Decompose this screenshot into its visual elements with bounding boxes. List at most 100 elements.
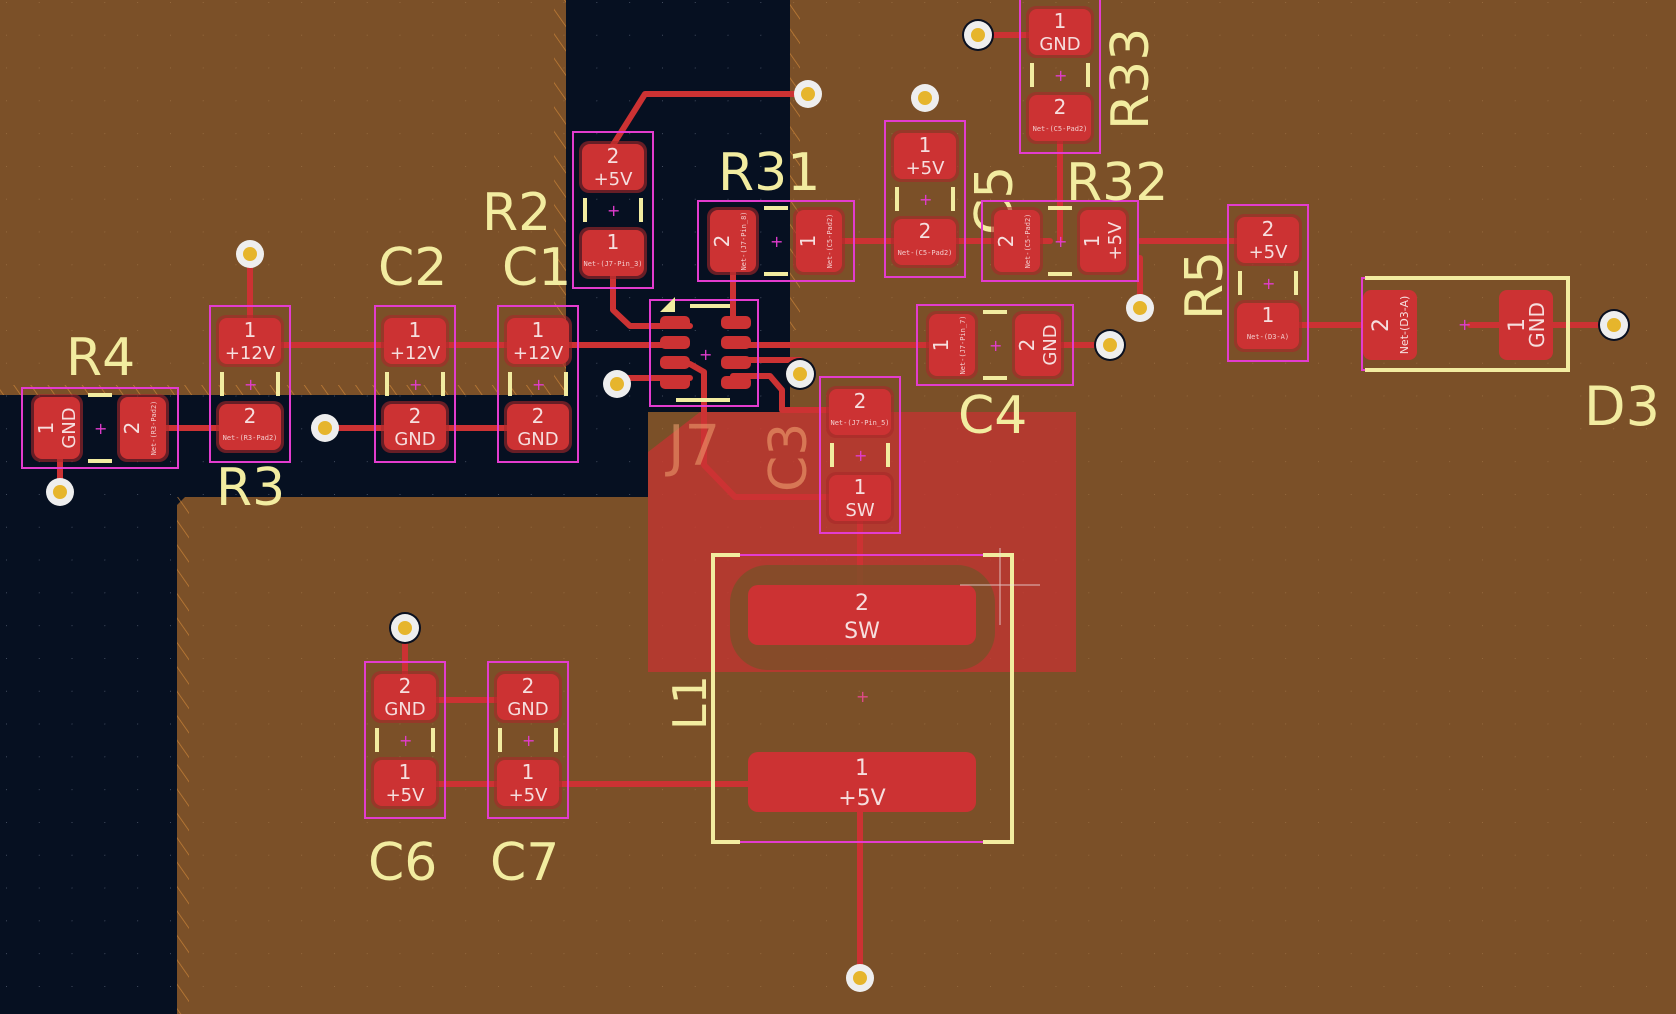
pad[interactable]	[894, 219, 956, 265]
pad[interactable]	[374, 760, 436, 806]
center-mark: +	[94, 419, 107, 438]
pad-number: 2	[1054, 95, 1067, 119]
pad-number: 2	[854, 389, 867, 413]
footprint-J7[interactable]: + J7	[649, 297, 759, 479]
pad[interactable]	[894, 133, 956, 179]
pad[interactable]	[721, 316, 751, 329]
pad[interactable]	[1080, 210, 1126, 272]
pad[interactable]	[582, 230, 644, 276]
via[interactable]	[962, 19, 994, 51]
pad[interactable]	[660, 336, 690, 349]
pad[interactable]	[497, 674, 559, 720]
zone-edge-hatch	[554, 0, 566, 395]
via[interactable]	[784, 358, 816, 390]
via[interactable]	[1598, 309, 1630, 341]
pad[interactable]	[929, 314, 975, 376]
pad[interactable]	[1499, 290, 1553, 360]
via[interactable]	[1094, 329, 1126, 361]
center-mark: +	[532, 375, 545, 394]
via[interactable]	[603, 370, 631, 398]
pad[interactable]	[829, 475, 891, 521]
pad[interactable]	[374, 674, 436, 720]
pad-net: +5V	[594, 169, 634, 190]
pad[interactable]	[507, 404, 569, 450]
pad-net: +12V	[390, 343, 441, 364]
silk-line	[983, 310, 1007, 380]
ref-designator: R33	[1101, 28, 1161, 130]
pad-net: SW	[844, 619, 880, 644]
silk-outline	[711, 553, 1014, 844]
pad-number: 1	[522, 760, 535, 784]
pad[interactable]	[507, 318, 569, 364]
footprint-L1[interactable]: 2 SW 1 +5V L1 +	[663, 548, 1040, 844]
via[interactable]	[311, 414, 339, 442]
via[interactable]	[846, 964, 874, 992]
pad[interactable]	[796, 210, 842, 272]
pad-number: 1	[796, 235, 820, 248]
courtyard	[916, 304, 1074, 386]
center-mark: +	[856, 687, 869, 706]
pad[interactable]	[994, 210, 1040, 272]
pad[interactable]	[219, 318, 281, 364]
pad-number: 1	[409, 318, 422, 342]
pad-number: 2	[409, 404, 422, 428]
pad[interactable]	[1363, 290, 1417, 360]
pad[interactable]	[1237, 303, 1299, 349]
pad[interactable]	[710, 210, 756, 272]
zone-edge-hatch	[0, 385, 566, 395]
via[interactable]	[794, 80, 822, 108]
pad[interactable]	[384, 318, 446, 364]
pad[interactable]	[582, 144, 644, 190]
pad-net: Net-(C5-Pad2)	[1033, 125, 1088, 133]
via[interactable]	[389, 612, 421, 644]
pad[interactable]	[660, 316, 690, 329]
courtyard	[884, 120, 966, 278]
pad-number: 1	[1054, 9, 1067, 33]
via[interactable]	[236, 240, 264, 268]
pad[interactable]	[721, 376, 751, 389]
pad[interactable]	[721, 356, 751, 369]
pad-net: +5V	[838, 786, 885, 811]
pad-net: +5V	[1105, 221, 1126, 261]
silk-line	[508, 372, 568, 396]
pad[interactable]	[384, 404, 446, 450]
courtyard	[1361, 277, 1365, 371]
pad[interactable]	[1029, 9, 1091, 55]
pad[interactable]	[34, 397, 80, 459]
pad[interactable]	[721, 336, 751, 349]
pad-net: +5V	[906, 158, 946, 179]
pad[interactable]	[219, 404, 281, 450]
pad[interactable]	[660, 356, 690, 369]
pad[interactable]	[497, 760, 559, 806]
pad[interactable]	[748, 752, 976, 812]
pad[interactable]	[1029, 95, 1091, 141]
ref-designator: C4	[958, 386, 1027, 446]
pad[interactable]	[1015, 314, 1061, 376]
center-mark: +	[607, 201, 620, 220]
pad[interactable]	[120, 397, 166, 459]
via[interactable]	[911, 84, 939, 112]
pad-net: GND	[59, 407, 80, 448]
pad[interactable]	[748, 585, 976, 645]
via[interactable]	[1126, 294, 1154, 322]
ref-designator: R4	[66, 328, 135, 388]
via[interactable]	[46, 478, 74, 506]
pad[interactable]	[829, 389, 891, 435]
pad[interactable]	[660, 376, 690, 389]
pad[interactable]	[1237, 217, 1299, 263]
